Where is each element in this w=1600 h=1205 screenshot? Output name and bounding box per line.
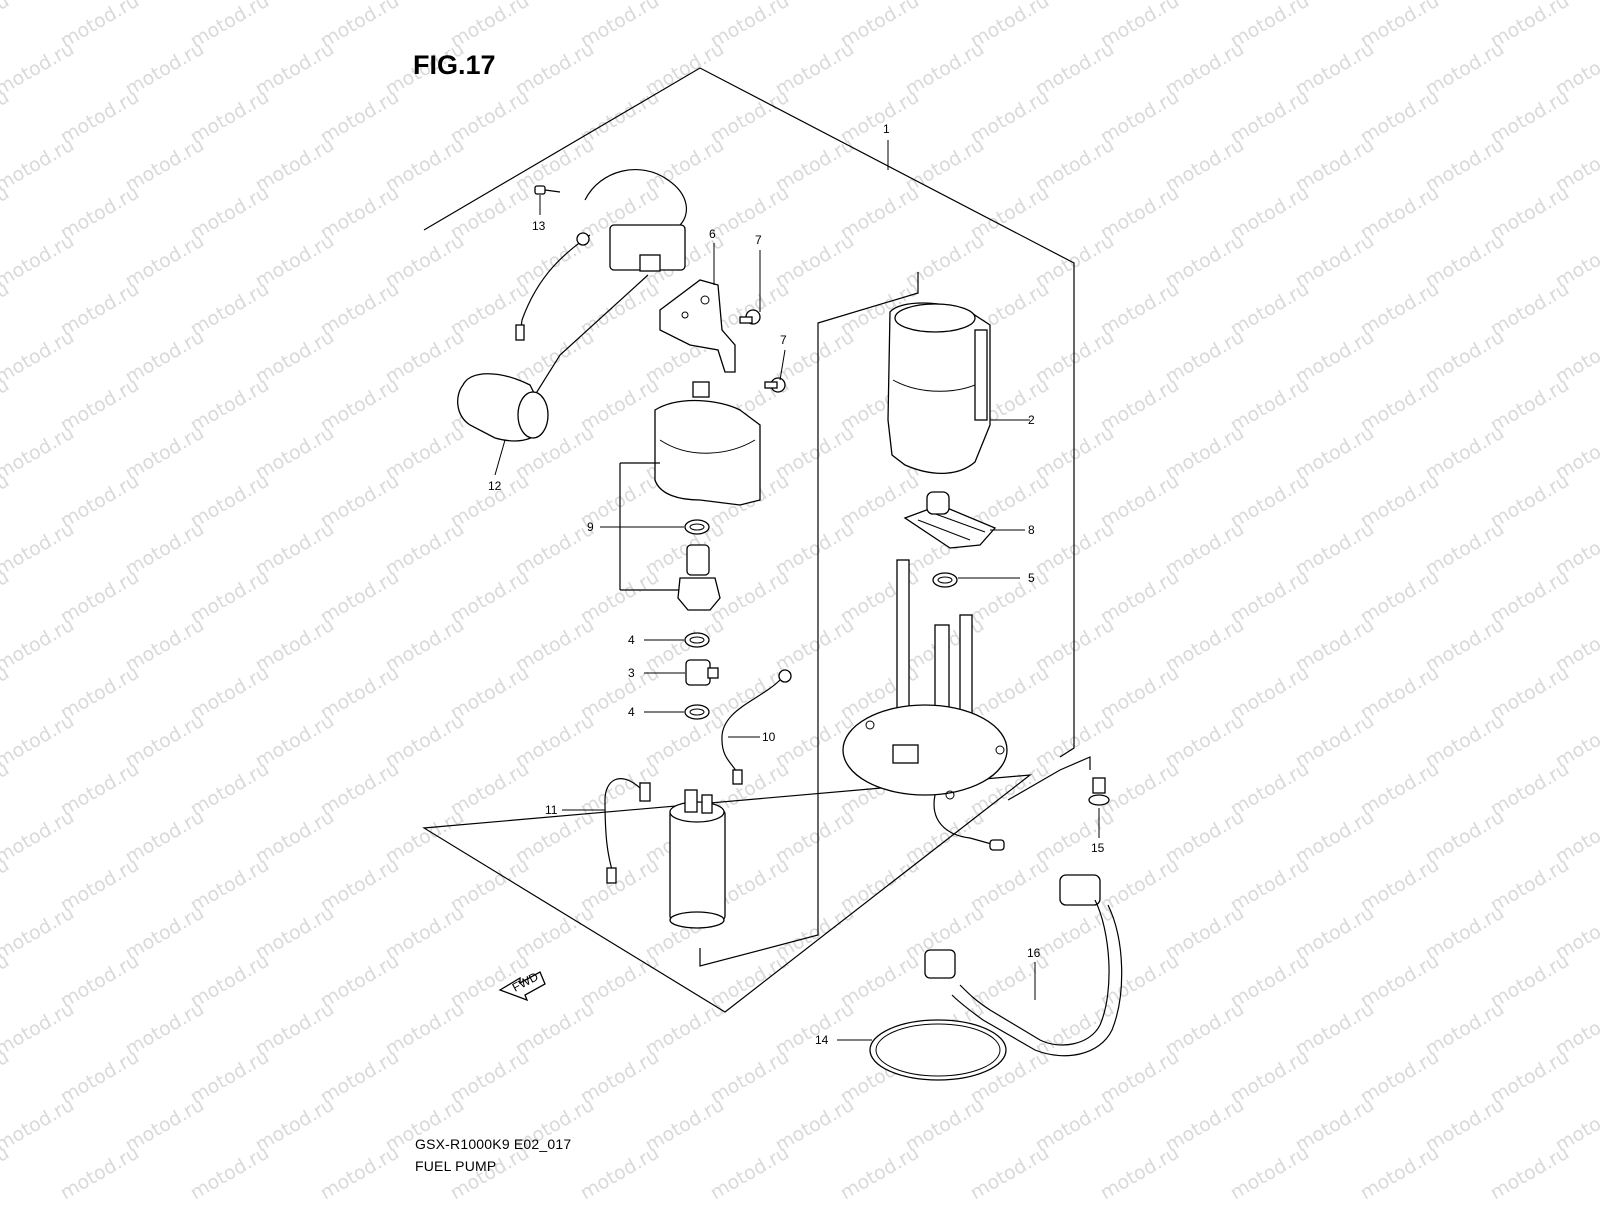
watermark-text: motod.ru xyxy=(0,998,78,1061)
watermark-text: motod.ru xyxy=(0,230,78,293)
watermark-text: motod.ru xyxy=(187,1142,273,1200)
pump-case-part-2[interactable] xyxy=(888,303,990,473)
screw-part-13[interactable] xyxy=(535,186,560,194)
model-code: GSX-R1000K9 E02_017 xyxy=(415,1136,571,1152)
watermark-text: motod.ru xyxy=(0,0,78,4)
figure-title: FIG.17 xyxy=(413,50,496,81)
watermark-text: motod.ru xyxy=(837,1142,923,1200)
callout-12: 12 xyxy=(488,479,502,493)
watermark-text: motod.ru xyxy=(0,710,78,773)
callout-1: 1 xyxy=(883,122,890,136)
watermark-text: motod.ru xyxy=(1357,1142,1443,1200)
callout-4-lower: 4 xyxy=(628,705,635,719)
watermark-text: motod.ru xyxy=(0,614,78,677)
watermark-text: motod.ru xyxy=(0,0,13,52)
watermark-text: motod.ru xyxy=(317,1142,403,1200)
callout-10: 10 xyxy=(762,730,776,744)
bolt-part-15[interactable] xyxy=(1089,778,1109,805)
watermark-text: motod.ru xyxy=(0,518,78,581)
o-ring-part-9[interactable] xyxy=(685,520,709,534)
fitting-part-3[interactable] xyxy=(686,660,718,685)
callout-13: 13 xyxy=(532,219,546,233)
fuel-pump-motor[interactable] xyxy=(670,790,725,928)
callout-16: 16 xyxy=(1027,946,1041,960)
o-ring-part-4-lower[interactable] xyxy=(685,705,709,719)
watermark-text: motod.ru xyxy=(0,902,78,965)
o-ring-part-4-upper[interactable] xyxy=(685,633,709,647)
watermark-text: motod.ru xyxy=(0,38,78,101)
callout-8: 8 xyxy=(1028,523,1035,537)
callout-14: 14 xyxy=(815,1033,829,1047)
callout-6: 6 xyxy=(709,227,716,241)
watermark-text: motod.ru xyxy=(0,1094,78,1157)
callout-9: 9 xyxy=(587,520,594,534)
watermark-text: motod.ru xyxy=(707,1142,793,1200)
gasket-part-14[interactable] xyxy=(870,1020,1006,1080)
callout-5: 5 xyxy=(1028,571,1035,585)
watermark-text: motod.ru xyxy=(1487,1142,1573,1200)
callout-15: 15 xyxy=(1091,841,1105,855)
watermark-text: motod.ru xyxy=(1097,1142,1183,1200)
callout-4-upper: 4 xyxy=(628,633,635,647)
watermark-text: motod.ru xyxy=(57,1142,143,1200)
callout-11: 11 xyxy=(545,803,558,817)
watermark-text: motod.ru xyxy=(0,326,78,389)
assembly-name: FUEL PUMP xyxy=(415,1158,496,1174)
watermark-text: motod.ru xyxy=(577,1142,663,1200)
watermark-text: motod.ru xyxy=(0,422,78,485)
watermark-text: motod.ru xyxy=(0,806,78,869)
callout-7-lower: 7 xyxy=(780,333,787,347)
watermark-text: motod.ru xyxy=(0,134,78,197)
watermark-text: motod.ru xyxy=(967,1142,1053,1200)
watermark-text: motod.ru xyxy=(1227,1142,1313,1200)
callout-7-upper: 7 xyxy=(755,233,762,247)
callout-2: 2 xyxy=(1028,413,1035,427)
callout-3: 3 xyxy=(628,666,635,680)
o-ring-part-5[interactable] xyxy=(933,573,957,587)
